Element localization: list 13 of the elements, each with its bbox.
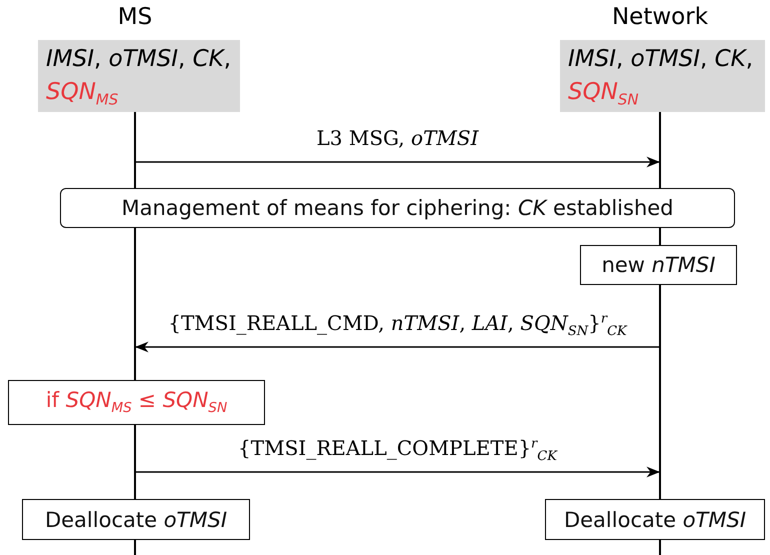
action-box: Deallocate oTMSI xyxy=(545,499,765,540)
message-arrow xyxy=(135,156,660,168)
state-text: SQN$_{SN}$ xyxy=(568,79,639,105)
message-arrow xyxy=(135,466,660,478)
state-text: SQN$_{MS}$ xyxy=(46,79,118,105)
action-box: Management of means for ciphering: CK established xyxy=(60,188,735,228)
message-arrow xyxy=(135,342,660,352)
action-box: if SQN$_{MS}$ ≤ SQN$_{SN}$ xyxy=(8,380,265,425)
participant-name: MS xyxy=(118,4,152,30)
state-text: IMSI, oTMSI, CK, xyxy=(568,46,754,72)
state-text: IMSI, oTMSI, CK, xyxy=(46,46,232,72)
participant-name: Network xyxy=(612,4,708,30)
action-box: Deallocate oTMSI xyxy=(22,499,250,540)
